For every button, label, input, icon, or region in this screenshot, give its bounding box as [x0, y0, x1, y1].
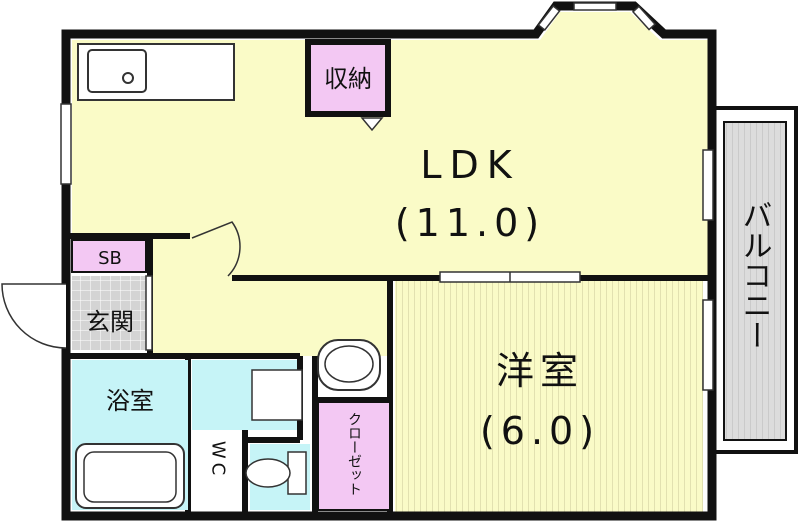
- storage-room: [305, 39, 391, 117]
- ldk-size: (11.0): [395, 201, 545, 245]
- entrance-shelf: [145, 275, 153, 351]
- toilet-bowl: [245, 458, 291, 488]
- window-bay-1: [537, 5, 561, 31]
- ldk-label: LDK: [420, 143, 519, 187]
- sink-drain-icon: [122, 72, 134, 84]
- western-label: 洋室: [496, 349, 584, 393]
- window-left: [60, 103, 72, 185]
- kitchen-sink: [87, 49, 147, 93]
- bathtub-inner: [83, 451, 177, 503]
- window-bay-3: [631, 5, 657, 31]
- closet-label: クローゼット: [346, 412, 362, 496]
- shoebox-label: SB: [98, 248, 122, 269]
- balcony-inner: [723, 121, 787, 441]
- balcony-label: バルコニー: [737, 200, 772, 350]
- washbasin-bowl: [324, 345, 374, 383]
- western-floor: [395, 280, 703, 512]
- window-right-lower: [702, 299, 714, 391]
- window-right-upper: [702, 149, 714, 221]
- storage-door-icon: [360, 117, 384, 132]
- storage-label: 収納: [324, 65, 372, 93]
- bathtub: [75, 443, 185, 509]
- western-size: (6.0): [480, 409, 600, 453]
- entrance-floor: [72, 276, 146, 350]
- window-bay-2: [573, 2, 617, 11]
- washing-machine-pan: [251, 369, 303, 421]
- closet: [317, 401, 391, 511]
- shoebox: [71, 239, 147, 273]
- hall-floor: [150, 236, 390, 356]
- entrance-label: 玄関: [86, 308, 134, 336]
- entrance-door-swing: [1, 283, 67, 349]
- ldk-door-swing: [191, 221, 241, 277]
- bathroom-label: 浴室: [106, 387, 154, 415]
- toilet-label: WC: [208, 441, 229, 479]
